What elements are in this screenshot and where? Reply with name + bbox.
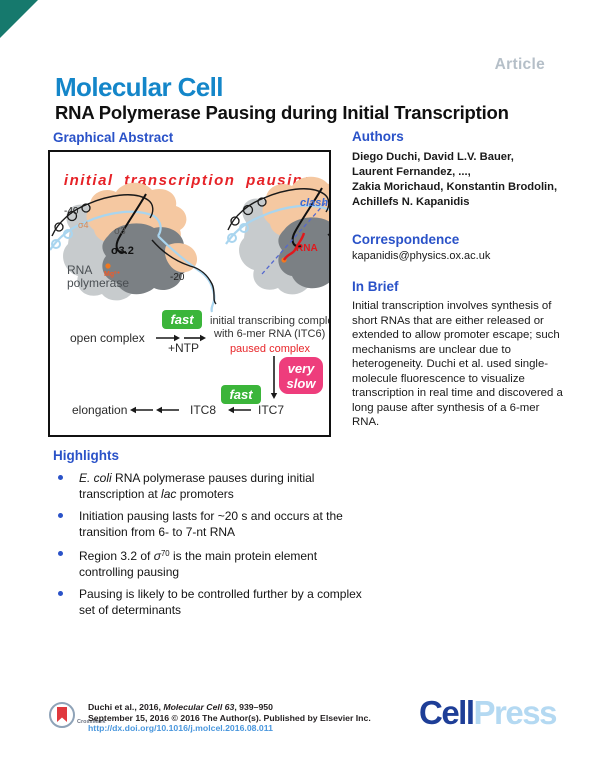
rnap-label-line1: RNA — [67, 263, 92, 277]
rnap-label-line2: polymerase — [67, 276, 129, 290]
bullet-icon — [58, 590, 63, 596]
dna-loop-blue — [51, 239, 61, 249]
article-type-label: Article — [494, 56, 545, 73]
dna-loop-black — [81, 203, 91, 213]
crossmark-logo[interactable]: CrossMark — [49, 702, 105, 736]
doi-link[interactable]: http://dx.doi.org/10.1016/j.molcel.2016.… — [88, 723, 273, 733]
citation-line: Duchi et al., 2016, Molecular Cell 63, 9… — [88, 702, 273, 712]
itc6-label-line1: initial transcribing complex — [210, 315, 329, 327]
itc6-label-line2: with 6-mer RNA (ITC6) — [213, 328, 325, 340]
highlight-text: E. coli RNA polymerase pauses during ini… — [79, 471, 315, 501]
crossmark-bookmark-icon — [57, 707, 67, 722]
rna-label: RNA — [296, 243, 318, 254]
very-slow-label-line2: slow — [287, 376, 317, 391]
clash-label: clash — [300, 197, 328, 209]
mg-label: Mg²⁺ — [104, 271, 120, 278]
bullet-icon — [58, 513, 63, 518]
highlights-section: Highlights E. coli RNA polymerase pauses… — [53, 448, 375, 624]
open-complex-label: open complex — [70, 331, 145, 345]
dna-strand-blue — [49, 210, 216, 313]
rnap-cleft-blob — [102, 223, 193, 295]
active-site-dot — [105, 263, 111, 269]
sigma32-label: σ3.2 — [111, 245, 134, 257]
paused-complex-label: paused complex — [230, 343, 311, 355]
authors-heading: Authors — [352, 129, 404, 144]
fast-badge-1 — [162, 310, 202, 329]
very-slow-label-line1: very — [288, 361, 316, 376]
in-brief-text: Initial transcription involves synthesis… — [352, 300, 563, 428]
author-line: Laurent Fernandez, ..., — [352, 166, 471, 178]
arrow-right-2-head — [200, 334, 206, 342]
graphical-abstract-figure: initial transcription pausing — [49, 172, 394, 417]
journal-name: Molecular Cell — [55, 72, 223, 102]
graphical-abstract-box: initial transcription pausing — [48, 150, 394, 437]
minus40-label: -40 — [64, 206, 79, 217]
bullet-icon — [58, 551, 63, 556]
cellpress-corner-triangle — [0, 0, 38, 38]
rna-transcript-line — [282, 232, 306, 261]
itc8-label: ITC8 — [190, 403, 216, 417]
sigma32-linker — [115, 193, 147, 254]
highlights-heading: Highlights — [53, 448, 119, 463]
elongation-label: elongation — [72, 403, 127, 417]
sigma4-label: σ4 — [78, 220, 89, 230]
right-column: Authors Diego Duchi, David L.V. Bauer, L… — [352, 129, 567, 430]
highlight-item: Initiation pausing lasts for ~20 s and o… — [53, 508, 375, 540]
highlight-item: Pausing is likely to be controlled furth… — [53, 586, 375, 618]
highlight-text: Region 3.2 of σ70 is the main protein el… — [79, 548, 318, 579]
highlight-text: Initiation pausing lasts for ~20 s and o… — [79, 509, 343, 539]
author-line: Diego Duchi, David L.V. Bauer, — [352, 151, 514, 163]
arrow-left-2-head — [156, 406, 162, 414]
author-line: Achillefs N. Kapanidis — [352, 196, 470, 208]
cellpress-logo-press: Press — [473, 694, 558, 731]
dna-loop-black — [54, 222, 64, 232]
graphical-abstract-heading: Graphical Abstract — [53, 130, 174, 145]
correspondence-heading: Correspondence — [352, 232, 460, 247]
very-slow-badge — [279, 357, 323, 394]
highlight-item: Region 3.2 of σ70 is the main protein el… — [53, 546, 375, 580]
correspondence-email[interactable]: kapanidis@physics.ox.ac.uk — [352, 250, 491, 262]
itc7-label: ITC7 — [258, 403, 284, 417]
arrow-left-1-head — [130, 406, 136, 414]
in-brief-heading: In Brief — [352, 279, 399, 294]
cellpress-logo-cell: Cell — [419, 694, 475, 731]
dna-loop-blue — [63, 229, 73, 239]
bullet-icon — [58, 475, 63, 480]
fast-badge-2 — [221, 385, 261, 404]
fast-badge-1-label: fast — [170, 312, 194, 327]
crossmark-label: CrossMark — [77, 719, 106, 725]
clash-dashed-line — [261, 201, 327, 275]
footer-citation-block: Duchi et al., 2016, Molecular Cell 63, 9… — [88, 702, 418, 734]
sigma3-label: σ3 — [114, 226, 126, 237]
paper-title: RNA Polymerase Pausing during Initial Tr… — [55, 102, 509, 123]
highlight-item: E. coli RNA polymerase pauses during ini… — [53, 470, 375, 502]
arrow-right-1-head — [174, 334, 180, 342]
minus20-label: -20 — [170, 272, 185, 283]
arrow-left-3-head — [228, 406, 234, 414]
arrow-down-head — [270, 393, 278, 399]
ntp-label: +NTP — [168, 341, 199, 355]
fast-badge-2-label: fast — [229, 387, 253, 402]
dna-loop-black — [66, 210, 78, 222]
author-line: Zakia Morichaud, Konstantin Brodolin, — [352, 181, 558, 193]
rnap-complex-cartoon — [49, 182, 217, 313]
highlight-text: Pausing is likely to be controlled furth… — [79, 586, 362, 617]
published-line: September 15, 2016 © 2016 The Author(s).… — [88, 712, 371, 723]
cellpress-logo: CellPress — [419, 694, 558, 732]
